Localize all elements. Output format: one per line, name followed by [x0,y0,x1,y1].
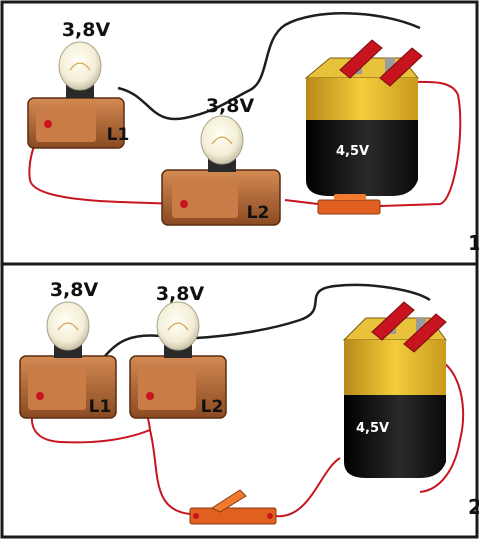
battery-top [344,340,446,395]
switch-1 [317,194,381,215]
terminal [267,513,273,519]
lamp-l2 [129,301,227,419]
battery-body [306,120,418,196]
setup-1-panel: 3,8V L1 3,8V L2 4,5V التر [27,12,479,255]
battery-1-label: 4,5V [336,144,369,159]
red-wire [274,457,341,518]
battery-body [344,395,446,478]
terminal [180,200,188,208]
red-wire [379,80,462,207]
lamp-l1-voltage-2: 3,8V [50,279,99,301]
filament [167,322,189,331]
lamp-l2-voltage-2: 3,8V [156,283,205,305]
switch-lever [210,489,247,513]
lamp-base-face [36,108,96,142]
bulb-icon [156,301,200,351]
alligator-clip-icon [403,313,447,353]
black-wire [117,12,421,121]
switch-2 [189,489,277,525]
lamp-l2 [161,115,281,226]
red-wire [419,357,465,493]
filament [57,322,79,331]
lamp-base-face [138,368,196,410]
bulb-icon [46,301,90,351]
filament [69,62,91,71]
setup-1-title: التركيب 1 [468,231,479,255]
lamp-l1-name: L1 [107,125,130,145]
battery-top [306,78,418,120]
battery-1 [304,57,420,196]
bulb-icon [58,41,102,91]
alligator-clip-icon [371,301,415,341]
lamp-base-face [28,368,86,410]
black-wire [195,283,431,340]
lamp-l2-name: L2 [247,203,270,223]
red-wire [284,199,319,205]
filament [211,136,233,145]
battery-terminal [385,58,395,74]
battery-2 [342,317,447,478]
lamp-l1 [27,41,125,149]
switch-base [189,507,277,525]
alligator-clip-icon [379,47,423,87]
lamp-l2-name-2: L2 [201,397,224,417]
terminal [193,513,199,519]
bulb-icon [200,115,244,165]
setup-2-panel: 3,8V L1 3,8V L2 4,5V [19,279,479,525]
lamp-l1-voltage: 3,8V [62,19,111,41]
battery-2-label: 4,5V [356,421,389,436]
alligator-clip-icon [339,39,383,79]
lamp-l2-voltage: 3,8V [206,95,255,117]
battery-terminal [416,318,426,334]
lamp-l1-name-2: L1 [89,397,112,417]
terminal [44,120,52,128]
terminal [36,392,44,400]
lamp-l1 [19,301,117,419]
setup-2-title: التركيب 2 [468,495,479,519]
terminal [146,392,154,400]
lamp-base-face [172,180,238,218]
switch-base [317,199,381,215]
switch-lever [334,194,366,200]
red-wire [149,429,191,515]
